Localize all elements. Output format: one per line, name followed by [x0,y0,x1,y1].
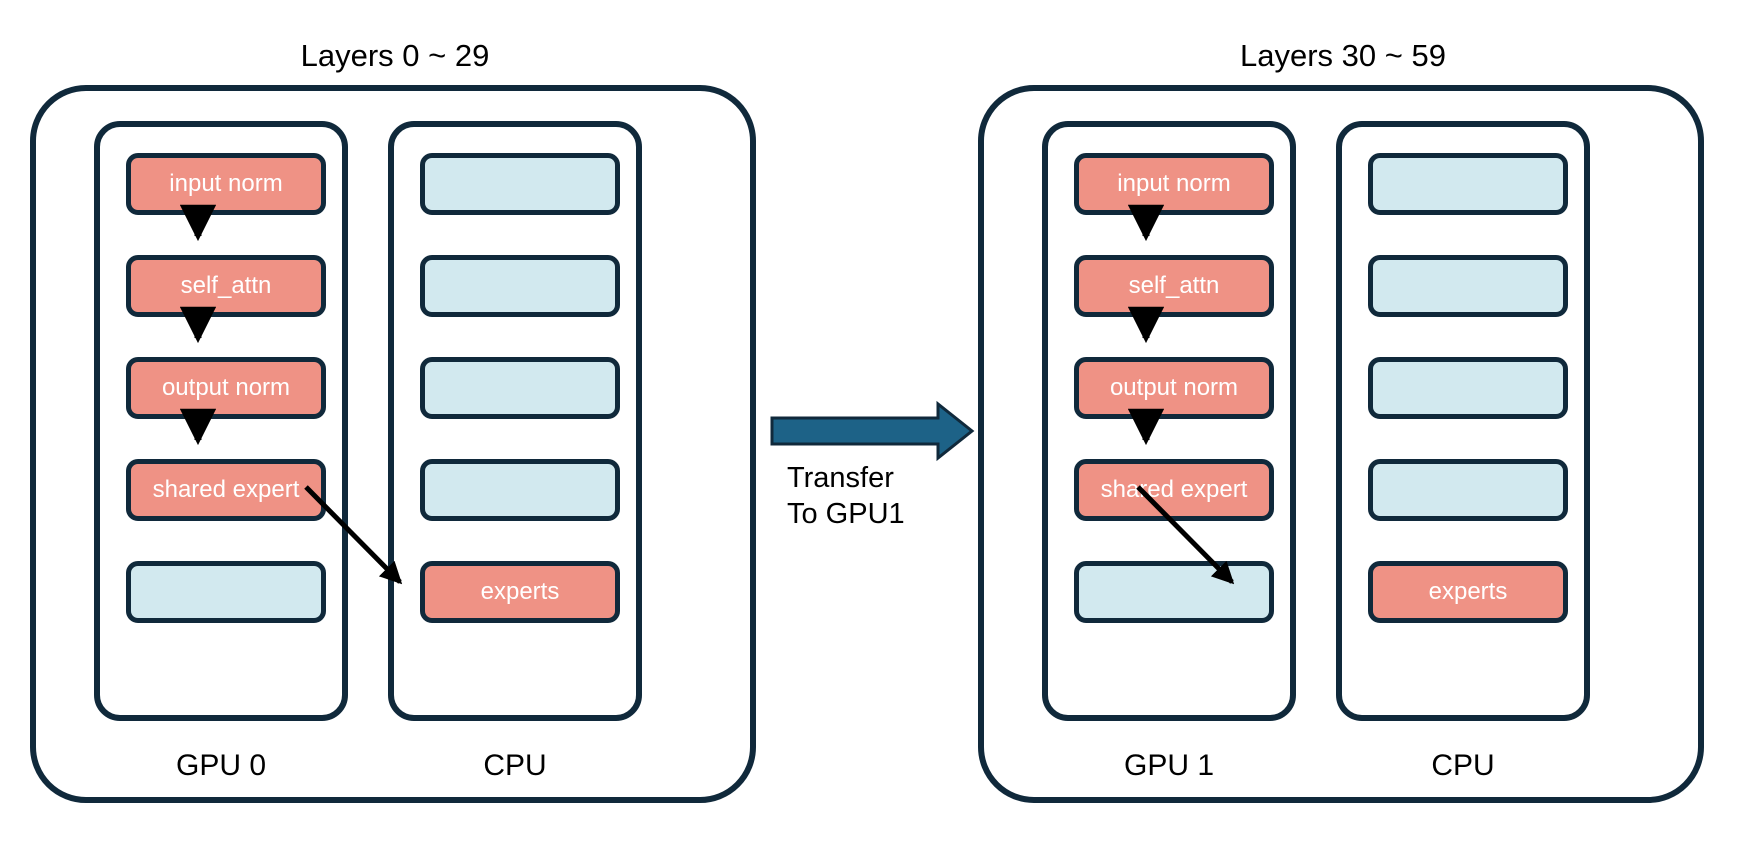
block-output-norm-gpu0: output norm [126,357,326,419]
block-input-norm-gpu1: input norm [1074,153,1274,215]
column-gpu0: input norm self_attn output norm shared … [94,121,348,721]
column-gpu1: input norm self_attn output norm shared … [1042,121,1296,721]
block-shared-expert-gpu0: shared expert [126,459,326,521]
unit-label-cpu1: CPU [1431,749,1495,782]
block-self-attn-gpu1: self_attn [1074,255,1274,317]
block-experts-cpu0: experts [420,561,620,623]
block-output-norm-gpu1: output norm [1074,357,1274,419]
transfer-arrow [770,400,975,462]
block-empty-cpu0-3 [420,357,620,419]
block-empty-cpu0-1 [420,153,620,215]
column-cpu0: experts [388,121,642,721]
column-cpu1: experts [1336,121,1590,721]
block-shared-expert-gpu1: shared expert [1074,459,1274,521]
unit-label-gpu0: GPU 0 [175,749,267,782]
panel-title-left: Layers 0 ~ 29 [300,38,490,73]
unit-label-gpu1: GPU 1 [1123,749,1215,782]
block-empty-cpu1-1 [1368,153,1568,215]
block-empty-cpu0-4 [420,459,620,521]
block-empty-cpu1-3 [1368,357,1568,419]
block-empty-cpu1-4 [1368,459,1568,521]
device-container-right: input norm self_attn output norm shared … [978,85,1704,803]
block-self-attn-gpu0: self_attn [126,255,326,317]
unit-label-cpu0: CPU [483,749,547,782]
transfer-label: Transfer To GPU1 [787,460,905,533]
block-input-norm-gpu0: input norm [126,153,326,215]
block-experts-cpu1: experts [1368,561,1568,623]
panel-title-right: Layers 30 ~ 59 [1240,38,1446,73]
block-empty-cpu1-2 [1368,255,1568,317]
block-empty-gpu1-5 [1074,561,1274,623]
transfer-label-line1: Transfer [787,462,894,494]
block-empty-cpu0-2 [420,255,620,317]
block-empty-gpu0-5 [126,561,326,623]
device-container-left: input norm self_attn output norm shared … [30,85,756,803]
transfer-label-line2: To GPU1 [787,498,905,531]
